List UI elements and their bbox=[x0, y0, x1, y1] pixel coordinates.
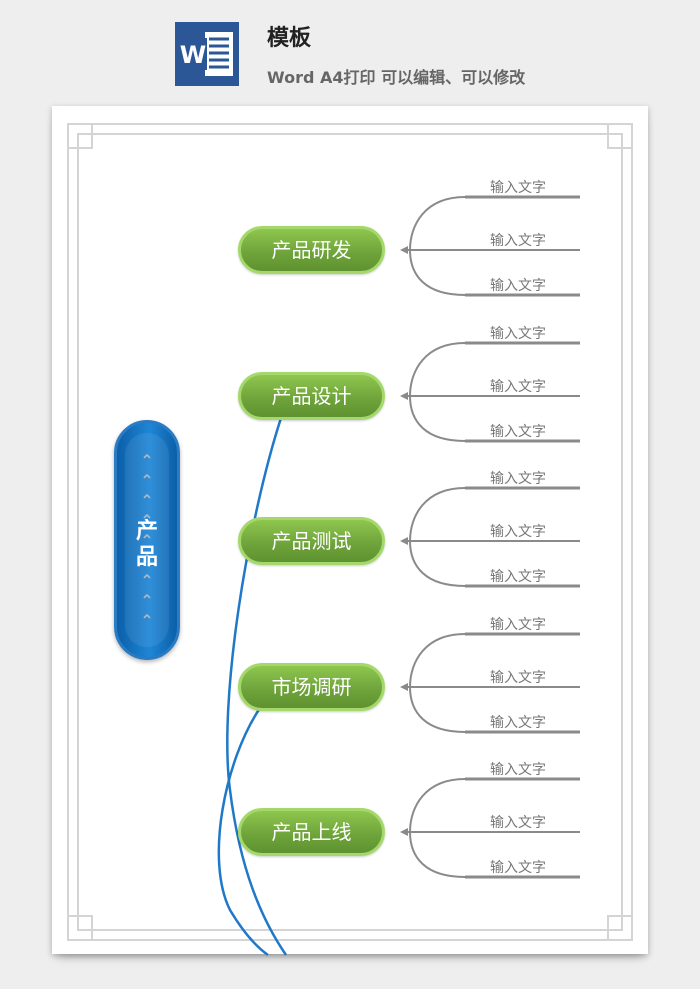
leaf-text[interactable]: 输入文字 bbox=[490, 233, 546, 249]
leaf-text[interactable]: 输入文字 bbox=[490, 524, 546, 540]
chevron-up-icon: ⌃ bbox=[140, 491, 154, 510]
page-subtitle: Word A4打印 可以编辑、可以修改 bbox=[267, 68, 526, 87]
header: W 模板 Word A4打印 可以编辑、可以修改 bbox=[0, 0, 700, 100]
arrow-left-icon bbox=[400, 246, 408, 254]
leaf-text[interactable]: 输入文字 bbox=[490, 860, 546, 876]
chevron-up-icon: ⌃ bbox=[140, 551, 154, 570]
leaf-bracket bbox=[408, 778, 466, 878]
branch-node[interactable]: 市场调研 bbox=[238, 663, 385, 711]
word-icon: W bbox=[175, 22, 239, 86]
leaf-text[interactable]: 输入文字 bbox=[490, 617, 546, 633]
leaf-text[interactable]: 输入文字 bbox=[490, 471, 546, 487]
leaf-text[interactable]: 输入文字 bbox=[490, 815, 546, 831]
root-node-inner bbox=[125, 433, 169, 647]
leaf-bracket bbox=[408, 487, 466, 587]
leaf-bracket bbox=[408, 342, 466, 442]
chevron-up-icon: ⌃ bbox=[140, 591, 154, 610]
chevron-up-icon: ⌃ bbox=[140, 611, 154, 630]
leaf-connectors bbox=[400, 195, 580, 879]
leaf-text[interactable]: 输入文字 bbox=[490, 326, 546, 342]
page-frame bbox=[67, 123, 633, 941]
leaf-text[interactable]: 输入文字 bbox=[490, 379, 546, 395]
chevron-up-icon: ⌃ bbox=[140, 511, 154, 530]
arrow-left-icon bbox=[400, 683, 408, 691]
chevron-up-icon: ⌃ bbox=[140, 571, 154, 590]
root-node-label: 产品 bbox=[135, 519, 158, 570]
word-icon-letter: W bbox=[180, 41, 206, 69]
arrow-left-icon bbox=[400, 392, 408, 400]
branch-node[interactable]: 产品设计 bbox=[238, 372, 385, 420]
branch-node[interactable]: 产品上线 bbox=[238, 808, 385, 856]
chevron-up-icon: ⌃ bbox=[140, 451, 154, 470]
root-connectors bbox=[217, 417, 288, 957]
root-node[interactable]: ⌃ ⌃ ⌃ ⌃ ⌃ ⌃ ⌃ ⌃ ⌃ 产品 bbox=[114, 420, 180, 660]
branch-node[interactable]: 产品研发 bbox=[238, 226, 385, 274]
leaf-bracket bbox=[408, 633, 466, 733]
chevron-up-icon: ⌃ bbox=[140, 531, 154, 550]
leaf-text[interactable]: 输入文字 bbox=[490, 278, 546, 294]
root-chevrons: ⌃ ⌃ ⌃ ⌃ ⌃ ⌃ ⌃ ⌃ ⌃ bbox=[137, 451, 157, 631]
arrow-left-icon bbox=[400, 537, 408, 545]
leaf-text[interactable]: 输入文字 bbox=[490, 715, 546, 731]
leaf-text[interactable]: 输入文字 bbox=[490, 762, 546, 778]
leaf-text[interactable]: 输入文字 bbox=[490, 424, 546, 440]
leaf-text[interactable]: 输入文字 bbox=[490, 180, 546, 196]
leaf-text[interactable]: 输入文字 bbox=[490, 569, 546, 585]
arrow-left-icon bbox=[400, 828, 408, 836]
page-title: 模板 bbox=[267, 26, 312, 51]
leaf-text[interactable]: 输入文字 bbox=[490, 670, 546, 686]
branch-node[interactable]: 产品测试 bbox=[238, 517, 385, 565]
leaf-bracket bbox=[408, 196, 466, 296]
chevron-up-icon: ⌃ bbox=[140, 471, 154, 490]
